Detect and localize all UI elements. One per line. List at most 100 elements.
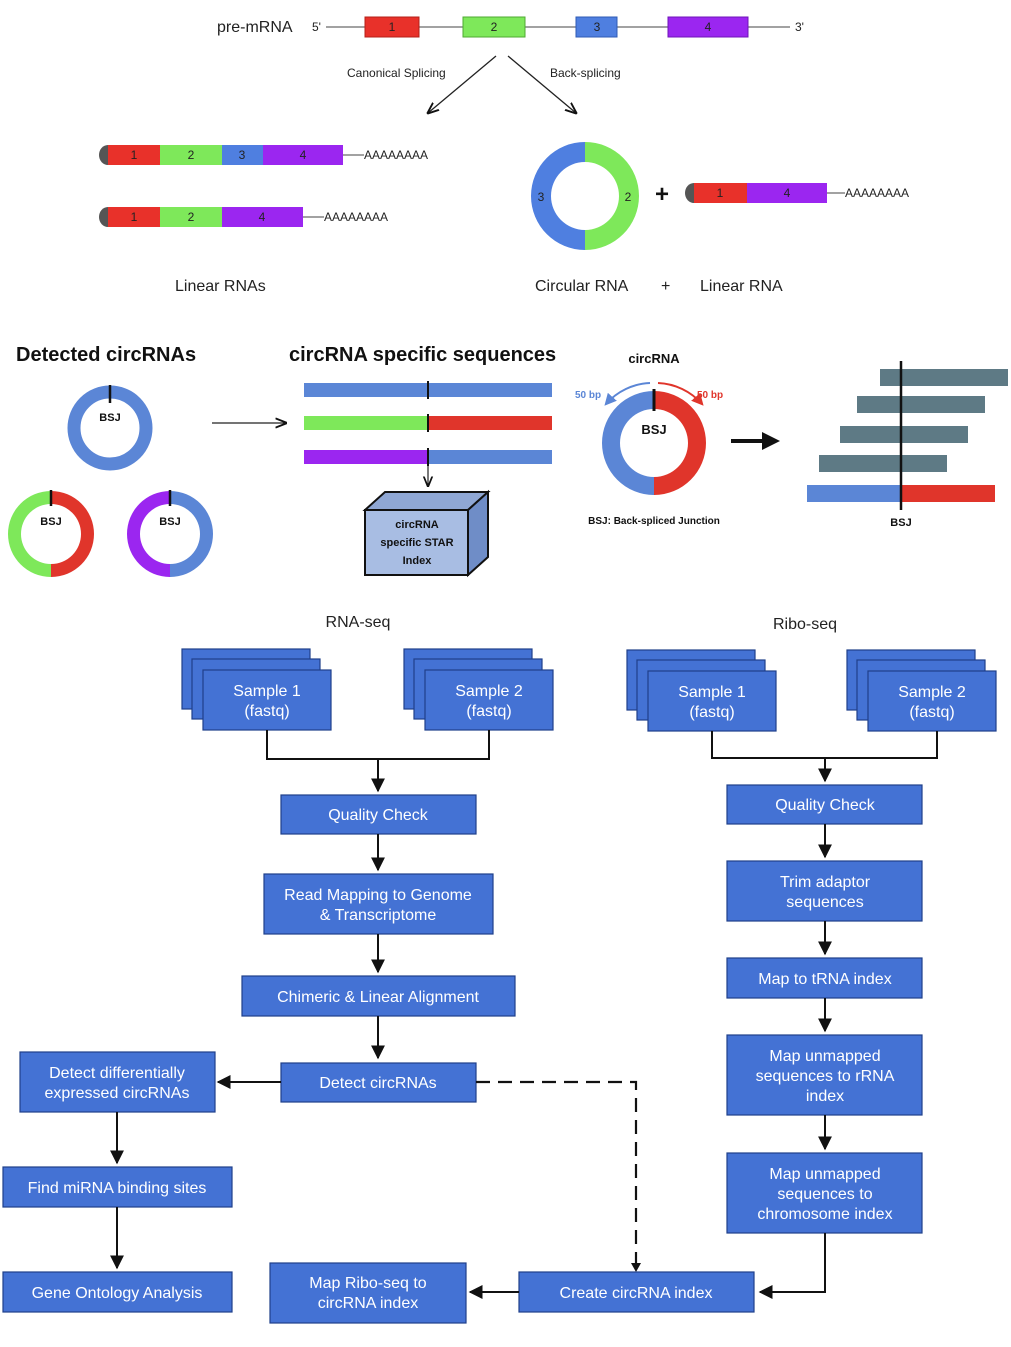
- seq-bar-blue-2: [428, 450, 552, 464]
- read-mapping-rect: [263, 873, 494, 935]
- canonical-arrow: [428, 55, 497, 113]
- ribo-sample-2-label: Sample 2: [898, 684, 966, 701]
- pre-exon-1: [364, 16, 420, 38]
- linear-rna-caption: Linear RNA: [700, 278, 783, 295]
- rrna-line-2: sequences to rRNA: [756, 1068, 895, 1085]
- detect-circrnas-box: Detect circRNAs: [280, 1062, 477, 1103]
- lin1-exon-4: [263, 145, 343, 165]
- rna-sample-2-fastq: (fastq): [466, 703, 511, 720]
- chimeric-rect: [241, 975, 516, 1017]
- linear-rna-2: 1 2 4 AAAAAAAA: [99, 207, 388, 227]
- chromosome-box: Map unmapped sequences to chromosome ind…: [726, 1152, 923, 1234]
- index-line-1: circRNA: [395, 519, 438, 531]
- lin2-exon-4-label: 4: [259, 210, 266, 224]
- diff-expressed-box: Detect differentially expressed circRNAs: [19, 1051, 216, 1113]
- detected-ring-blue: BSJ: [67, 385, 153, 471]
- chrom-line-1: Map unmapped: [769, 1166, 880, 1183]
- trna-label: Map to tRNA index: [758, 971, 891, 988]
- index-line-3: Index: [403, 555, 433, 567]
- lin2-exon-1-label: 1: [131, 210, 138, 224]
- ribo-s1-front: [647, 670, 777, 732]
- lin2-exon-2-label: 2: [188, 210, 195, 224]
- ribo-sample-2-fastq: (fastq): [909, 704, 954, 721]
- pre-exon-2: [462, 16, 526, 38]
- lin1-poly-a: AAAAAAAA: [364, 148, 428, 162]
- rna-sample-1-stack: Sample 1 (fastq): [181, 648, 332, 731]
- ribo-sample-2-stack: Sample 2 (fastq): [846, 649, 997, 732]
- pre-exon-1-label: 1: [389, 20, 396, 34]
- bp-right-label: 50 bp: [697, 390, 723, 401]
- cap-2: [99, 207, 108, 227]
- circ-exon-3: [531, 142, 585, 250]
- rna-sample-2-stack: Sample 2 (fastq): [403, 648, 554, 731]
- ring3-purple: [127, 491, 170, 577]
- index-box-front: [364, 509, 469, 576]
- mirna-rect: [2, 1166, 233, 1208]
- ref-bar-blue: [807, 485, 901, 502]
- read-bar-3: [840, 426, 968, 443]
- detect-circrnas-label: Detect circRNAs: [319, 1075, 436, 1092]
- lin2-exon-2: [160, 207, 222, 227]
- ribo-quality-check-box: Quality Check: [726, 784, 923, 825]
- trim-adaptor-box: Trim adaptor sequences: [726, 860, 923, 922]
- circrna-specific-title: circRNA specific sequences: [289, 344, 556, 366]
- trna-box: Map to tRNA index: [726, 957, 923, 999]
- pre-exon-4: [667, 16, 749, 38]
- circ-bsj-blue: [602, 391, 654, 495]
- ribo-s2-front: [867, 670, 997, 732]
- circrna-label: circRNA: [628, 351, 680, 366]
- lin1-exon-2: [160, 145, 222, 165]
- pre-exon-3: [575, 16, 618, 38]
- lin2-poly-a: AAAAAAAA: [324, 210, 388, 224]
- specific-sequences: [304, 381, 552, 486]
- plus-sign: +: [655, 181, 669, 208]
- backsplice-arrow: [507, 55, 576, 113]
- read-mapping-line-2: & Transcriptome: [320, 907, 437, 924]
- lin1-exon-4-label: 4: [300, 148, 307, 162]
- chimeric-alignment-box: Chimeric & Linear Alignment: [241, 975, 516, 1017]
- chrom-to-create-arrow: [758, 1233, 826, 1299]
- ring3-blue: [170, 491, 213, 577]
- lin1-exon-2-label: 2: [188, 148, 195, 162]
- trim-rect: [726, 860, 923, 922]
- seq-bar-green: [304, 416, 428, 430]
- chrom-line-2: sequences to: [777, 1186, 872, 1203]
- pre-exon-3-label: 3: [594, 20, 601, 34]
- linear-rna-3: 1 4 AAAAAAAA: [685, 183, 909, 203]
- lin1-exon-1: [108, 145, 160, 165]
- bp-left-label: 50 bp: [575, 390, 601, 401]
- create-circrna-index-box: Create circRNA index: [518, 1271, 755, 1313]
- circ-exon-2-label: 2: [625, 190, 632, 204]
- ribo-sample-1-stack: Sample 1 (fastq): [626, 649, 777, 732]
- back-splicing-label: Back-splicing: [550, 66, 621, 80]
- index-line-2: specific STAR: [380, 537, 453, 549]
- rna-sample-2-label: Sample 2: [455, 683, 523, 700]
- ribo-qc-rect: [726, 784, 923, 825]
- diff-line-1: Detect differentially: [49, 1065, 185, 1082]
- rrna-line-3: index: [806, 1088, 844, 1105]
- ring3-bsj: BSJ: [159, 516, 180, 528]
- go-analysis-box: Gene Ontology Analysis: [2, 1271, 233, 1313]
- ribo-merge-line: [711, 731, 938, 759]
- map-ribo-rect: [269, 1262, 467, 1324]
- mirna-box: Find miRNA binding sites: [2, 1166, 233, 1208]
- trim-line-1: Trim adaptor: [780, 874, 871, 891]
- lin3-exon-1: [694, 183, 747, 203]
- pre-exon-2-label: 2: [491, 20, 498, 34]
- circ-exon-3-label: 3: [538, 190, 545, 204]
- ribo-sample-1-label: Sample 1: [678, 684, 746, 701]
- mirna-label: Find miRNA binding sites: [28, 1180, 207, 1197]
- ref-bar-red: [901, 485, 995, 502]
- map-ribo-line-2: circRNA index: [318, 1295, 418, 1312]
- lin2-exon-1: [108, 207, 160, 227]
- circrna-bsj-diagram: circRNA 50 bp 50 bp BSJ BSJ: Back-splice…: [575, 351, 723, 527]
- blue-50bp-arrow: [604, 382, 651, 406]
- star-index-box: circRNA specific STAR Index: [362, 489, 491, 578]
- read-bar-4: [819, 455, 947, 472]
- rna-quality-check-label: Quality Check: [328, 807, 429, 824]
- map-ribo-line-1: Map Ribo-seq to: [309, 1275, 426, 1292]
- ring2-green: [8, 491, 51, 577]
- ribo-quality-check-label: Quality Check: [775, 797, 876, 814]
- circ-exon-2: [585, 142, 639, 250]
